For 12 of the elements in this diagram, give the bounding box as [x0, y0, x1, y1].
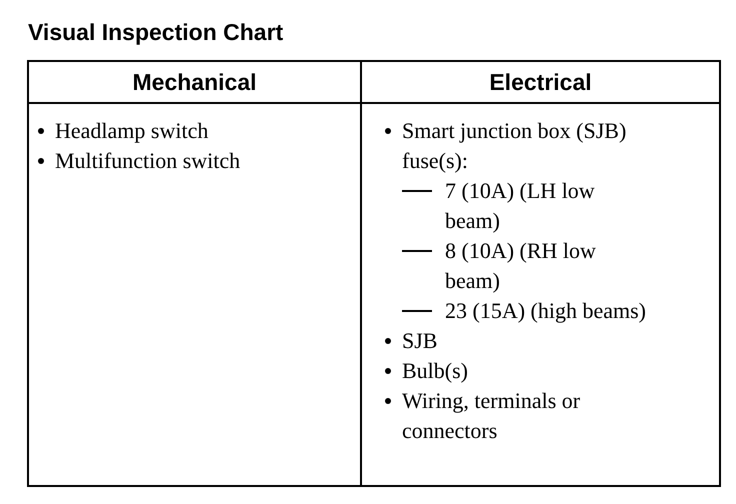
list-item: Headlamp switch — [55, 117, 210, 145]
chart-title: Visual Inspection Chart — [28, 18, 284, 47]
list-item: 23 (15A) (high beams) — [445, 297, 648, 325]
list-item: Wiring, terminals or connectors — [402, 387, 582, 445]
list-item: Bulb(s) — [402, 357, 469, 385]
list-item: 7 (10A) (LH low beam) — [445, 177, 596, 235]
column-header: Mechanical — [29, 62, 362, 104]
list-item: Multifunction switch — [55, 147, 242, 175]
list-item: SJB — [402, 327, 438, 355]
list-item: Smart junction box (SJB) fuse(s): — [402, 117, 628, 175]
list-item: 8 (10A) (RH low beam) — [445, 237, 597, 295]
column-header: Electrical — [362, 62, 719, 104]
